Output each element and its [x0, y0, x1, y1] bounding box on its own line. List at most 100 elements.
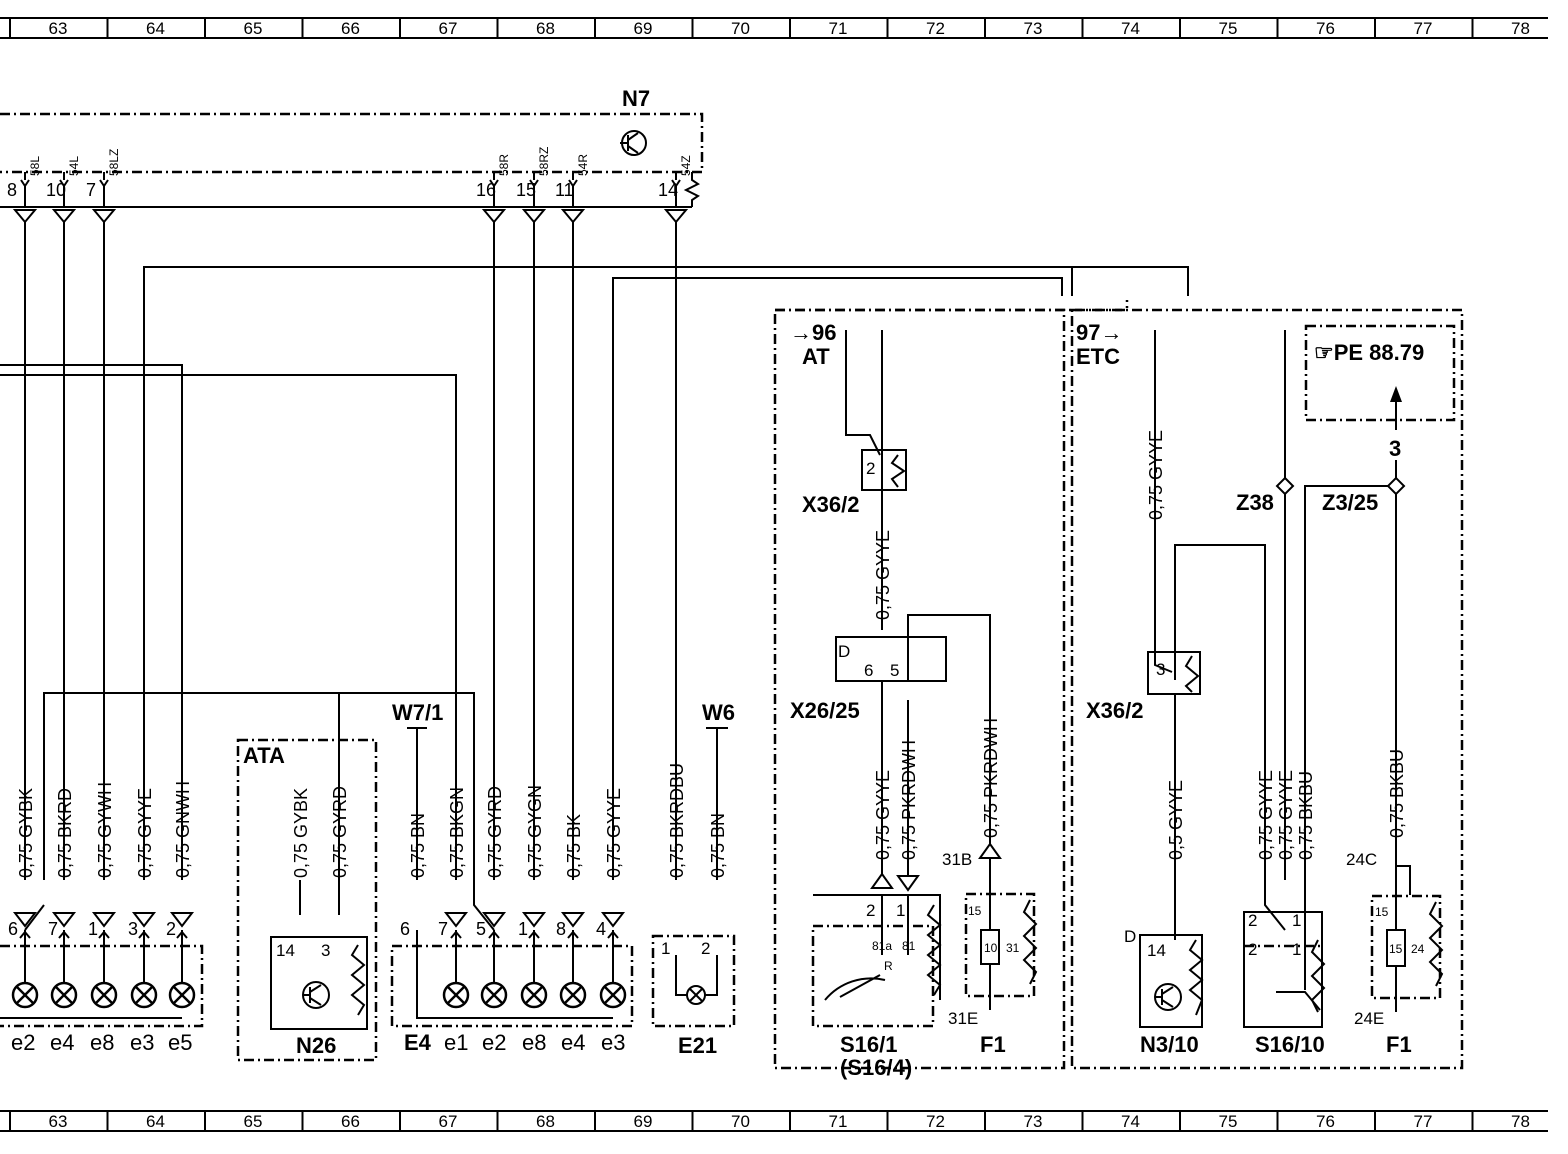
f1-a-pin-10: 10: [984, 941, 998, 955]
e4-label: E4: [404, 1030, 432, 1055]
top-ruler-col-77: 77: [1414, 19, 1433, 38]
f1-a-top: 31B: [942, 850, 972, 869]
e21-pin-2: 2: [701, 939, 710, 958]
n7-pin-6: 14: [658, 180, 678, 200]
top-ruler-col-75: 75: [1219, 19, 1238, 38]
n3-10-tag: D: [1124, 927, 1136, 946]
at-box: →96 AT 2 X36/2 D 6 5 X26/25 2 1 81a 81 R…: [773, 300, 1129, 1080]
left-lamp-icon-4: [168, 981, 196, 1009]
bottom-ruler-col-67: 67: [439, 1112, 458, 1131]
etc-label: ETC: [1076, 344, 1120, 369]
n7-pin-5: 11: [555, 180, 574, 200]
wire-label-4: 0,75 GNWH: [173, 781, 193, 878]
w6-label: W6: [702, 700, 735, 725]
e4-sub-3: e4: [561, 1030, 585, 1055]
e4-sub-2: e8: [522, 1030, 546, 1055]
e4-pin-3: 1: [518, 919, 528, 939]
left-lamp-icon-3: [130, 981, 158, 1009]
w7-1-label: W7/1: [392, 700, 443, 725]
wire-label-0: 0,75 GYBK: [16, 788, 36, 878]
n7-pin-1: 10: [46, 180, 66, 200]
z38-label: Z38: [1236, 490, 1274, 515]
e4-pin-5: 4: [596, 919, 606, 939]
e4-pin-2: 5: [476, 919, 486, 939]
wire-label-23: 0,75 BKBU: [1296, 771, 1316, 860]
left-pin-4: 2: [166, 919, 176, 939]
x36-2-a-label: X36/2: [802, 492, 860, 517]
top-ruler-col-74: 74: [1121, 19, 1140, 38]
left-lamp-icon-0: [11, 981, 39, 1009]
bottom-ruler-col-70: 70: [731, 1112, 750, 1131]
wire-label-5: 0,75 GYBK: [291, 788, 311, 878]
n26-sensor-icon: [302, 981, 330, 1009]
at-ref: →96: [790, 320, 836, 345]
s16-1-pin-2: 2: [866, 901, 875, 920]
left-pin-2: 1: [88, 919, 98, 939]
wire-label-3: 0,75 GYYE: [135, 788, 155, 878]
left-lamp-icon-1: [50, 981, 78, 1009]
e4-sub-0: e1: [444, 1030, 468, 1055]
top-ruler-col-69: 69: [634, 19, 653, 38]
wire-label-17: 0,75 PKRDWH: [899, 740, 919, 860]
wire-label-7: 0,75 BN: [408, 813, 428, 878]
w6-ground: W6: [702, 700, 735, 880]
wire-label-16: 0,75 GYYE: [873, 770, 893, 860]
f1-b-label: F1: [1386, 1032, 1412, 1057]
n7-wires: [0, 222, 1189, 931]
wire-label-9: 0,75 GYRD: [485, 786, 505, 878]
f1-b-pin-24: 24: [1411, 942, 1425, 956]
wire-label-21: 0,75 GYYE: [1256, 770, 1276, 860]
left-sub-1: e4: [50, 1030, 74, 1055]
s16-10-pin-1a: 1: [1292, 911, 1301, 930]
wire-label-19: 0,75 GYYE: [1146, 430, 1166, 520]
n3-10-sensor-icon: [1154, 983, 1182, 1011]
f1-b-pin-15b: 15: [1389, 942, 1403, 956]
bottom-ruler-col-71: 71: [829, 1112, 848, 1131]
n7-pin-name-4: 58RZ: [537, 147, 551, 176]
s16-1-label2: (S16/4): [840, 1055, 912, 1080]
e21-label: E21: [678, 1033, 717, 1058]
wire-label-20: 0,5 GYYE: [1166, 780, 1186, 860]
f1-b-top: 24C: [1346, 850, 1377, 869]
wire-label-15: 0,75 GYYE: [873, 530, 893, 620]
n7-pin-name-3: 58R: [497, 154, 511, 176]
n7-pin-name-1: 54L: [67, 156, 81, 176]
bottom-ruler-col-65: 65: [244, 1112, 263, 1131]
wire-label-22: 0,75 GYYE: [1276, 770, 1296, 860]
x36-2-b-pin: 3: [1156, 660, 1165, 679]
top-ruler-col-64: 64: [146, 19, 165, 38]
bottom-ruler-col-66: 66: [341, 1112, 360, 1131]
left-pin-3: 3: [128, 919, 138, 939]
bottom-ruler-col-68: 68: [536, 1112, 555, 1131]
left-sub-4: e5: [168, 1030, 192, 1055]
x36-2-b-label: X36/2: [1086, 698, 1144, 723]
s16-10-label: S16/10: [1255, 1032, 1325, 1057]
bottom-ruler-col-69: 69: [634, 1112, 653, 1131]
top-ruler-col-73: 73: [1024, 19, 1043, 38]
n26-label: N26: [296, 1033, 336, 1058]
wire-label-14: 0,75 BN: [708, 813, 728, 878]
s16-10-pin-2a: 2: [1248, 911, 1257, 930]
etc-box: 97→ ETC ☞PE 88.79 3 Z38 Z3/25 3 X36/2 D …: [1070, 308, 1464, 1070]
wire-label-1: 0,75 BKRD: [55, 788, 75, 878]
left-pin-1: 7: [48, 919, 58, 939]
n7-pin-0: 8: [7, 180, 17, 200]
e4-lamp-icon-1: [480, 981, 508, 1009]
n7-pin-name-5: 54R: [576, 154, 590, 176]
e4-lamp-icon-3: [559, 981, 587, 1009]
left-sub-0: e2: [11, 1030, 35, 1055]
top-ruler-col-72: 72: [926, 19, 945, 38]
wire-label-12: 0,75 GYYE: [604, 788, 624, 878]
n26-pin-3: 3: [321, 941, 330, 960]
x26-25-tag: D: [838, 642, 850, 661]
wire-label-10: 0,75 GYGN: [525, 785, 545, 878]
e4-lamp-icon-2: [520, 981, 548, 1009]
n7-pin-4: 15: [516, 180, 536, 200]
n7-pin-name-2: 58LZ: [107, 149, 121, 176]
bottom-ruler-col-72: 72: [926, 1112, 945, 1131]
